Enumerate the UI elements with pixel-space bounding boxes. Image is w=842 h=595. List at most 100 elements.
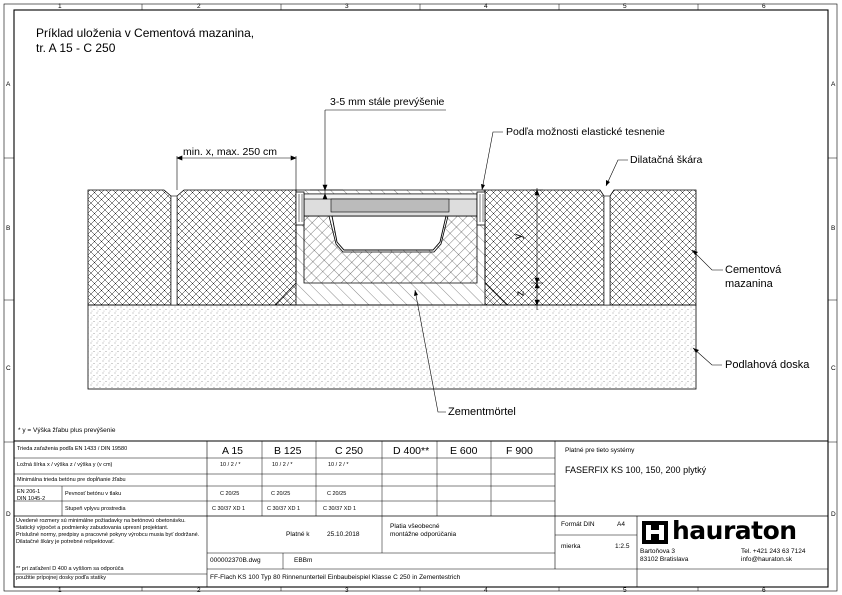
frame-col-4-bottom: 4 — [484, 587, 488, 594]
joint-right — [603, 195, 611, 306]
title-block-grid — [14, 440, 828, 587]
drawing-author: EBBm — [294, 557, 313, 564]
company-logo-word: hauraton — [672, 516, 797, 545]
concrete-strength-b125: C 20/25 — [271, 491, 291, 497]
frame-col-2-bottom: 2 — [197, 587, 201, 594]
exposure-label: Stupeň vplyvu prostredia — [65, 506, 126, 512]
disclaimer-2: montážne odporúčania — [390, 531, 457, 538]
screed-left-inner — [176, 189, 297, 306]
label-min-width: min. x, max. 250 cm — [183, 146, 277, 158]
frame-row-a-right: A — [831, 81, 836, 88]
company-tel: Tel. +421 243 63 7124 — [741, 548, 806, 555]
exposure-a15: C 30/37 XD 1 — [212, 506, 246, 512]
row-thickness-b125: 10 / 2 / * — [272, 462, 293, 468]
frame-col-6-bottom: 6 — [762, 587, 766, 594]
dimension-yz — [531, 188, 543, 310]
edge-rail-right — [476, 191, 486, 226]
footnote-2b: použitie prípojnej dosky podľa statiky — [16, 575, 106, 581]
note-2: Statický výpočet a podmienky zabudovania… — [16, 525, 169, 531]
joint-left — [170, 195, 178, 306]
load-class-d400: D 400** — [393, 445, 430, 457]
drawing-title-line-2: tr. A 15 - C 250 — [36, 41, 116, 55]
footnote-2a: ** pri zaťažení D 400 a vyššom sa odporú… — [16, 566, 124, 572]
frame-col-1-bottom: 1 — [58, 587, 62, 594]
scale-value: 1:2.5 — [615, 543, 630, 550]
row-thickness-label: Ložná šírka x / výška z / výška y (v cm) — [17, 462, 113, 468]
footnote-y: * y = Výška žľabu plus prevýšenie — [18, 427, 116, 434]
exposure-b125: C 30/37 XD 1 — [267, 506, 301, 512]
disclaimer-1: Platia všeobecné — [390, 523, 440, 530]
concrete-std-1: EN 206-1 — [17, 489, 41, 495]
load-class-c250: C 250 — [335, 445, 364, 457]
frame-col-4: 4 — [484, 3, 488, 10]
note-3: Príslušné normy, predpisy a pracovné pok… — [16, 532, 200, 538]
frame-col-3-bottom: 3 — [345, 587, 349, 594]
row-thickness-a15: 10 / 2 / * — [220, 462, 241, 468]
channel-body — [303, 215, 478, 284]
exposure-c250: C 30/37 XD 1 — [323, 506, 357, 512]
grating-top — [303, 193, 478, 200]
label-dim-z: z — [514, 290, 527, 297]
screed-left — [87, 189, 172, 306]
label-screed-2: mazanina — [725, 278, 773, 290]
drawing-number: 000002370B.dwg — [210, 557, 261, 564]
label-seal: Podľa možnosti elastické tesnenie — [506, 126, 665, 138]
scale-label: mierka — [561, 543, 581, 550]
frame-col-5: 5 — [623, 3, 627, 10]
frame-row-c-right: C — [831, 365, 836, 372]
concrete-std-2: DIN 1045-2 — [17, 496, 46, 502]
system-label: Platné pre tieto systémy — [565, 447, 635, 454]
frame-col-3: 3 — [345, 3, 349, 10]
company-address-1: Bartoňova 3 — [640, 548, 676, 555]
label-joint: Dilatačná škára — [630, 154, 703, 166]
label-mortar: Zementmörtel — [448, 406, 516, 418]
drawing-title-line-1: Príklad uloženia v Cementová mazanina, — [36, 26, 255, 40]
frame-row-b-right: B — [831, 225, 836, 232]
drawing-description: FF-Flach KS 100 Typ 80 Rinnenunterteil E… — [210, 574, 461, 581]
seal-right — [479, 194, 484, 222]
screed-right-inner — [484, 189, 605, 306]
note-4: Dilatačné škáry je potrebné rešpektovať. — [16, 539, 115, 545]
concrete-strength-c250: C 20/25 — [327, 491, 347, 497]
frame-col-6: 6 — [762, 3, 766, 10]
row-thickness-c250: 10 / 2 / * — [328, 462, 349, 468]
format-label: Formát DIN — [561, 521, 595, 528]
frame-col-5-bottom: 5 — [623, 587, 627, 594]
edge-rail-left — [295, 191, 305, 226]
label-elevation: 3-5 mm stále prevýšenie — [330, 96, 445, 108]
drawing-frame — [3, 3, 838, 592]
load-class-f900: F 900 — [506, 445, 533, 457]
concrete-strength-label: Pevnosť betónu v tlaku — [65, 491, 122, 497]
floor-slab — [87, 304, 697, 390]
load-class-a15: A 15 — [222, 445, 244, 457]
note-1: Uvedené rozmery sú minimálne požiadavky … — [16, 518, 186, 524]
frame-row-c: C — [6, 365, 11, 372]
load-class-e600: E 600 — [450, 445, 478, 457]
label-screed-1: Cementová — [725, 264, 782, 276]
label-floor: Podlahová doska — [725, 359, 810, 371]
frame-col-2: 2 — [197, 3, 201, 10]
company-email: info@hauraton.sk — [741, 556, 793, 563]
frame-row-d: D — [6, 511, 11, 518]
frame-row-a: A — [6, 81, 11, 88]
date-value: 25.10.2018 — [327, 531, 360, 538]
system-value: FASERFIX KS 100, 150, 200 plytký — [565, 465, 707, 475]
dimension-elevation — [310, 109, 446, 200]
load-class-b125: B 125 — [274, 445, 302, 457]
frame-row-b: B — [6, 225, 11, 232]
row-min-class-label: Minimálna trieda betónu pre dopĺňanie žľ… — [17, 477, 126, 483]
seal-left — [298, 194, 303, 222]
grating-mid — [330, 198, 450, 213]
company-address-2: 83102 Bratislava — [640, 556, 689, 563]
screed-right — [609, 189, 697, 306]
dimension-width — [176, 155, 297, 192]
frame-col-1: 1 — [58, 3, 62, 10]
format-value: A4 — [617, 521, 625, 528]
label-dim-y: y — [512, 233, 525, 240]
leader-lines — [414, 131, 723, 413]
hauraton-logo-mark — [642, 521, 668, 544]
load-class-label: Trieda zaťaženia podľa EN 1433 / DIN 195… — [17, 446, 128, 452]
channel-cavity — [331, 215, 447, 251]
date-label: Platné k — [286, 531, 310, 538]
